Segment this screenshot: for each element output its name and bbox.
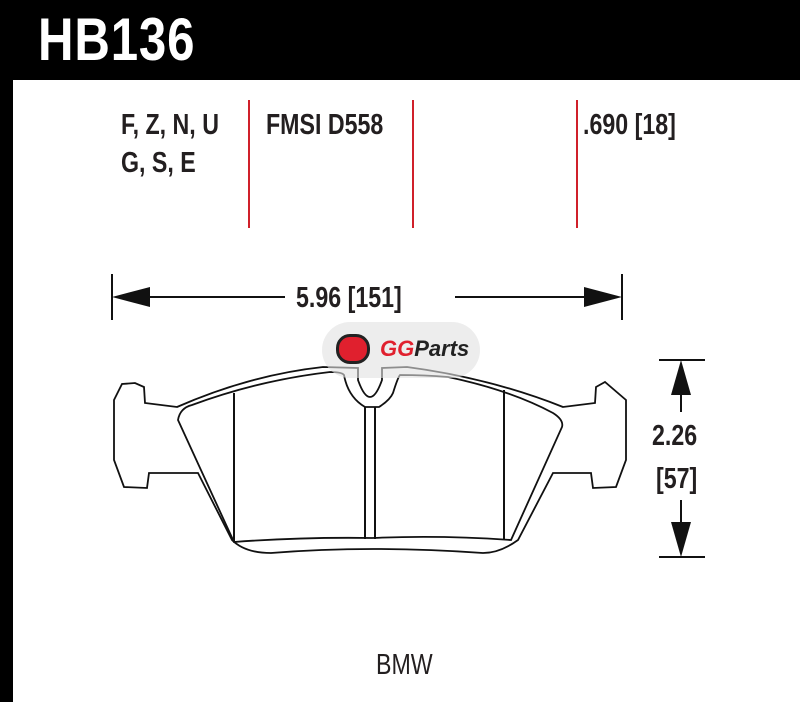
ggparts-logo-icon: [336, 334, 370, 364]
divider-red-2: [412, 100, 414, 228]
part-number-title: HB136: [38, 6, 196, 73]
divider-red-1: [248, 100, 250, 228]
width-dimension-label: 5.96 [151]: [296, 282, 402, 314]
watermark-text: GGParts: [380, 336, 469, 362]
divider-red-3: [576, 100, 578, 228]
backing-plate-outline: [113, 366, 627, 554]
arrow-down-icon: [671, 522, 691, 557]
vehicle-make: BMW: [376, 649, 433, 681]
watermark-gg: GG: [380, 336, 415, 361]
thickness: .690 [18]: [583, 109, 676, 141]
fmsi-number: FMSI D558: [266, 109, 384, 141]
arrow-left-icon: [112, 287, 150, 307]
compounds-line-1: F, Z, N, U: [121, 109, 219, 141]
header-bar: [0, 0, 800, 80]
arrow-right-icon: [584, 287, 622, 307]
watermark-parts: Parts: [414, 336, 470, 361]
left-border-bar: [0, 0, 13, 702]
arrow-up-icon: [671, 360, 691, 395]
ggparts-watermark: GGParts: [322, 322, 480, 378]
height-dimension-mm: [57]: [656, 463, 698, 495]
compounds-line-2: G, S, E: [121, 147, 196, 179]
height-dimension-inches: 2.26: [652, 420, 698, 452]
